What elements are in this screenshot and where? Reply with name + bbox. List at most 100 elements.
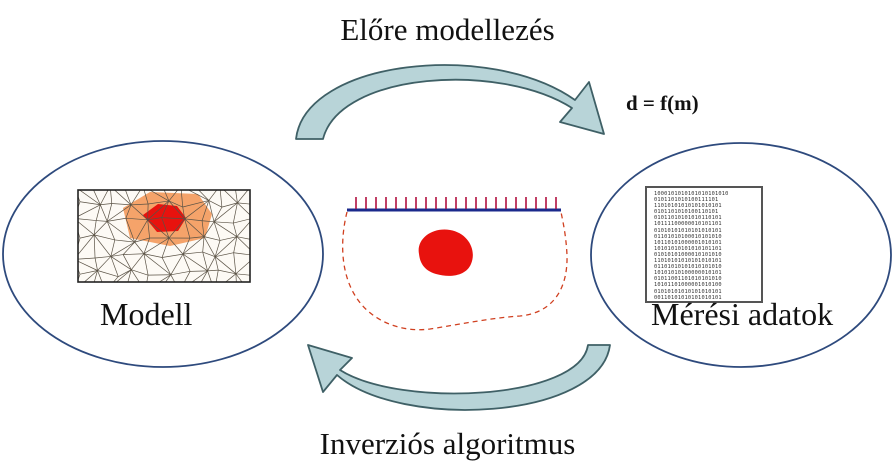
mesh-edge xyxy=(100,204,108,222)
mesh-edge xyxy=(168,237,184,255)
mesh-edge xyxy=(236,221,250,237)
mesh-edge xyxy=(182,237,191,255)
mesh-edge xyxy=(79,270,98,275)
mesh-edge xyxy=(168,200,185,220)
binary-row: 01010101000010101010 xyxy=(654,251,722,258)
mesh-edge xyxy=(110,256,119,277)
mesh-edge xyxy=(270,219,276,242)
mesh-edge xyxy=(93,270,98,282)
mesh-edge xyxy=(182,206,185,219)
mesh-edge xyxy=(256,242,275,255)
mesh-edge xyxy=(251,186,276,202)
mesh-edge xyxy=(235,190,238,203)
mesh-edge xyxy=(78,238,81,247)
binary-row: 01101010101010101010 xyxy=(654,264,722,271)
mesh-edge xyxy=(143,253,149,276)
mesh-edge xyxy=(79,190,101,206)
mesh-edge xyxy=(221,202,238,208)
mesh-edge xyxy=(95,256,111,259)
binary-row: 01101010100010101010 xyxy=(654,233,722,240)
mesh-edge xyxy=(237,190,249,204)
mesh-edge xyxy=(161,237,170,258)
mesh-edge xyxy=(131,253,145,270)
mesh-edge xyxy=(233,252,237,274)
mesh-edge xyxy=(95,204,101,221)
mesh-edge xyxy=(149,190,170,202)
mesh-edge xyxy=(182,251,203,255)
binary-row: 10101101000001010100 xyxy=(654,282,722,289)
mesh-edge xyxy=(125,204,132,219)
binary-row: 1000101010101010101010 xyxy=(654,191,729,197)
mesh-edge xyxy=(203,236,221,241)
mesh-edge xyxy=(253,202,275,218)
data-ellipse xyxy=(590,142,892,368)
mesh-edge xyxy=(78,230,81,239)
inversion-algorithm-label: Inverziós algoritmus xyxy=(319,426,576,461)
mesh-edge xyxy=(130,204,148,221)
mesh-edge xyxy=(270,186,276,202)
mesh-edge xyxy=(147,219,150,239)
mesh-edge xyxy=(214,256,219,271)
binary-row: 10111100000010101101 xyxy=(654,221,722,228)
mesh-edge xyxy=(270,202,276,219)
mesh-edge xyxy=(107,217,126,222)
mesh-edge xyxy=(125,217,148,221)
mesh-edge xyxy=(198,190,210,201)
mesh-edge xyxy=(208,200,215,222)
mesh-edge xyxy=(236,236,250,240)
mesh-edge xyxy=(202,236,205,253)
mesh-edge xyxy=(182,253,191,272)
mesh-edge xyxy=(113,276,119,282)
mesh-edge xyxy=(161,253,183,258)
mesh-edge xyxy=(237,202,250,216)
mesh-edge xyxy=(203,221,215,237)
model-ellipse xyxy=(2,140,324,368)
mesh-edge xyxy=(96,220,108,222)
mesh-edge xyxy=(214,236,238,257)
mesh-model xyxy=(78,186,276,291)
mesh-edge xyxy=(111,203,132,206)
binary-row: 01011010101010110101 xyxy=(654,215,722,222)
mesh-edge xyxy=(122,254,132,270)
mesh-edge xyxy=(93,234,112,257)
mesh-edge xyxy=(203,236,216,257)
mesh-edge xyxy=(235,260,250,275)
mesh-edge xyxy=(219,236,237,241)
mesh-edge xyxy=(214,240,221,257)
mesh-edge xyxy=(256,256,275,271)
mesh-edge xyxy=(147,219,170,239)
mesh-edge xyxy=(123,253,144,255)
mesh-edge xyxy=(130,269,140,282)
mesh-edge xyxy=(106,221,135,243)
binary-row: 10110101000001010101 xyxy=(654,239,722,246)
binary-row: 11010101010101010101 xyxy=(654,258,722,265)
mesh-edge xyxy=(106,204,132,222)
mesh-edge xyxy=(161,217,185,220)
forward-modelling-label: Előre modellezés xyxy=(340,12,555,47)
mesh-edge xyxy=(161,257,172,275)
mesh-edge xyxy=(208,200,223,208)
mesh-edge xyxy=(213,221,238,237)
mesh-edge xyxy=(106,221,116,241)
mesh-edge xyxy=(79,234,95,239)
mesh-edge xyxy=(97,256,112,271)
mesh-edge xyxy=(143,253,163,258)
mesh-edge xyxy=(165,274,172,282)
mesh-edge xyxy=(251,186,258,205)
mesh-edge xyxy=(237,202,250,205)
mesh-edge xyxy=(256,241,260,255)
mesh-edge xyxy=(134,237,150,243)
mesh-edge xyxy=(253,218,275,242)
mesh-edge xyxy=(78,218,97,221)
mesh-edge xyxy=(143,190,149,205)
mesh-edge xyxy=(218,269,236,275)
mesh-edge xyxy=(223,190,238,204)
mesh-edge xyxy=(253,218,260,241)
mesh-edge xyxy=(94,257,98,271)
mesh-edge xyxy=(78,195,81,202)
mesh-edge xyxy=(187,190,209,201)
mesh-edge xyxy=(78,260,98,271)
mesh-edge xyxy=(114,190,132,206)
mesh-edge xyxy=(270,271,276,291)
